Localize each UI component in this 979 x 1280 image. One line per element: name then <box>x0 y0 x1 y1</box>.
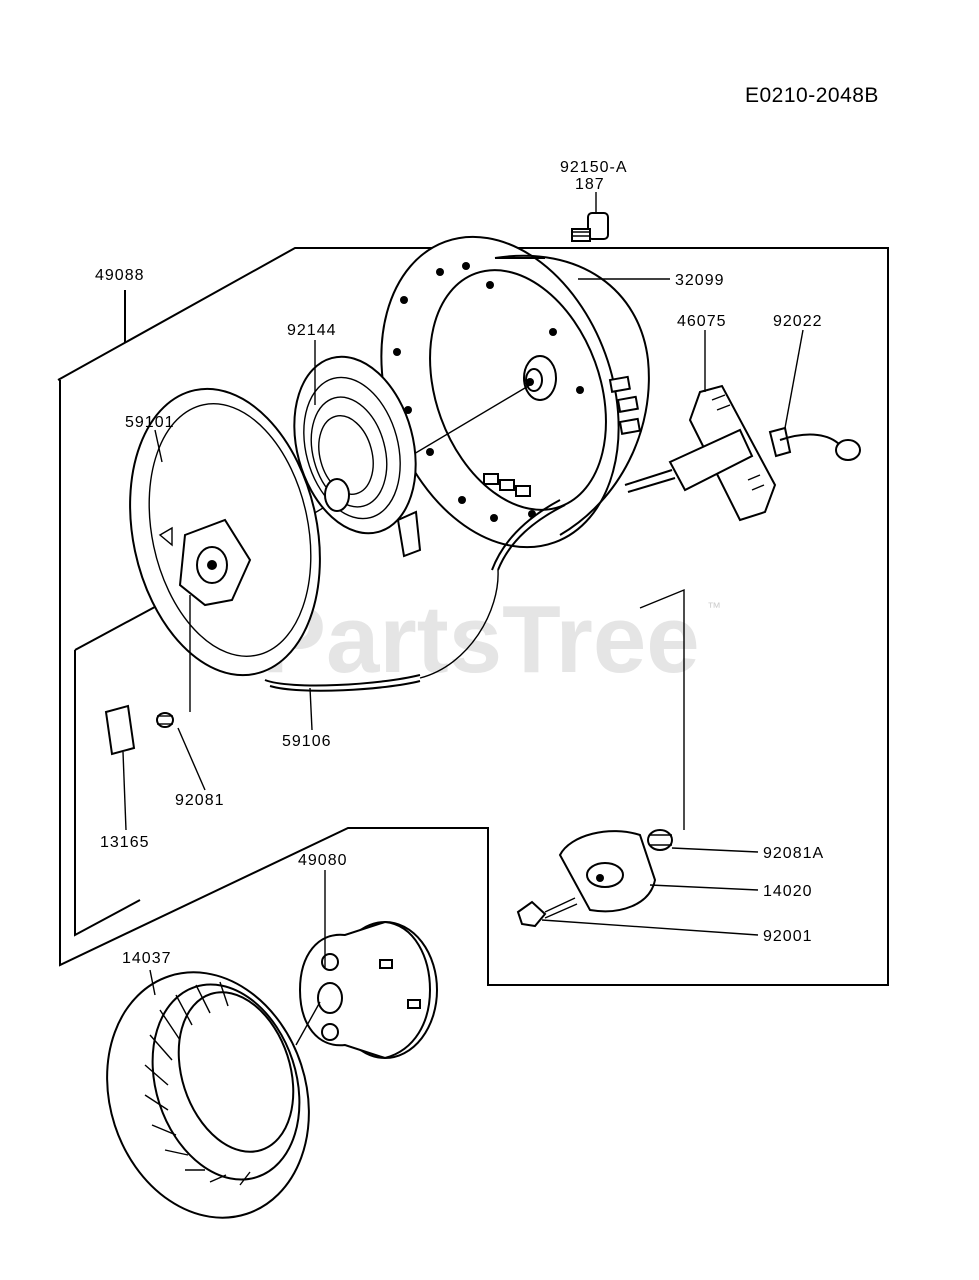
part-92144-spring <box>293 355 422 558</box>
bracket-14020-line <box>639 588 685 830</box>
part-92081-spring <box>156 712 174 728</box>
label-92022: 92022 <box>773 313 823 330</box>
cup-axis-line <box>295 1001 321 1046</box>
part-59101-reel <box>129 387 321 677</box>
watermark-text: PartsTree <box>262 586 700 693</box>
label-49088: 49088 <box>95 267 145 284</box>
part-49080-cup <box>298 920 438 1060</box>
watermark-trademark: ™ <box>707 599 721 615</box>
label-14020: 14020 <box>763 883 813 900</box>
part-32099-recoil-case <box>380 235 650 549</box>
label-92081a: 92081A <box>763 845 824 862</box>
label-59101: 59101 <box>125 414 175 431</box>
part-92001-bolt <box>516 897 578 928</box>
label-187: 187 <box>575 176 605 193</box>
label-49080: 49080 <box>298 852 348 869</box>
label-92001: 92001 <box>763 928 813 945</box>
label-14037: 14037 <box>122 950 172 967</box>
part-13165-ratchet <box>104 704 136 756</box>
part-92081a-spring <box>647 829 673 851</box>
label-92144: 92144 <box>287 322 337 339</box>
label-92081: 92081 <box>175 792 225 809</box>
label-13165: 13165 <box>100 834 150 851</box>
diagram-id: E0210-2048B <box>745 84 879 107</box>
label-92150a: 92150-A <box>560 159 628 176</box>
label-59106: 59106 <box>282 733 332 750</box>
part-14020-weight <box>558 830 657 913</box>
assembly-13165-outline <box>74 587 191 937</box>
part-92150a-bolt <box>571 212 609 242</box>
part-92022-clip <box>768 426 861 461</box>
label-46075: 46075 <box>677 313 727 330</box>
label-32099: 32099 <box>675 272 725 289</box>
part-46075-handle <box>624 384 777 522</box>
leader-lines <box>122 192 804 996</box>
part-14037-guard <box>106 971 310 1219</box>
part-59106-rope <box>264 499 566 692</box>
